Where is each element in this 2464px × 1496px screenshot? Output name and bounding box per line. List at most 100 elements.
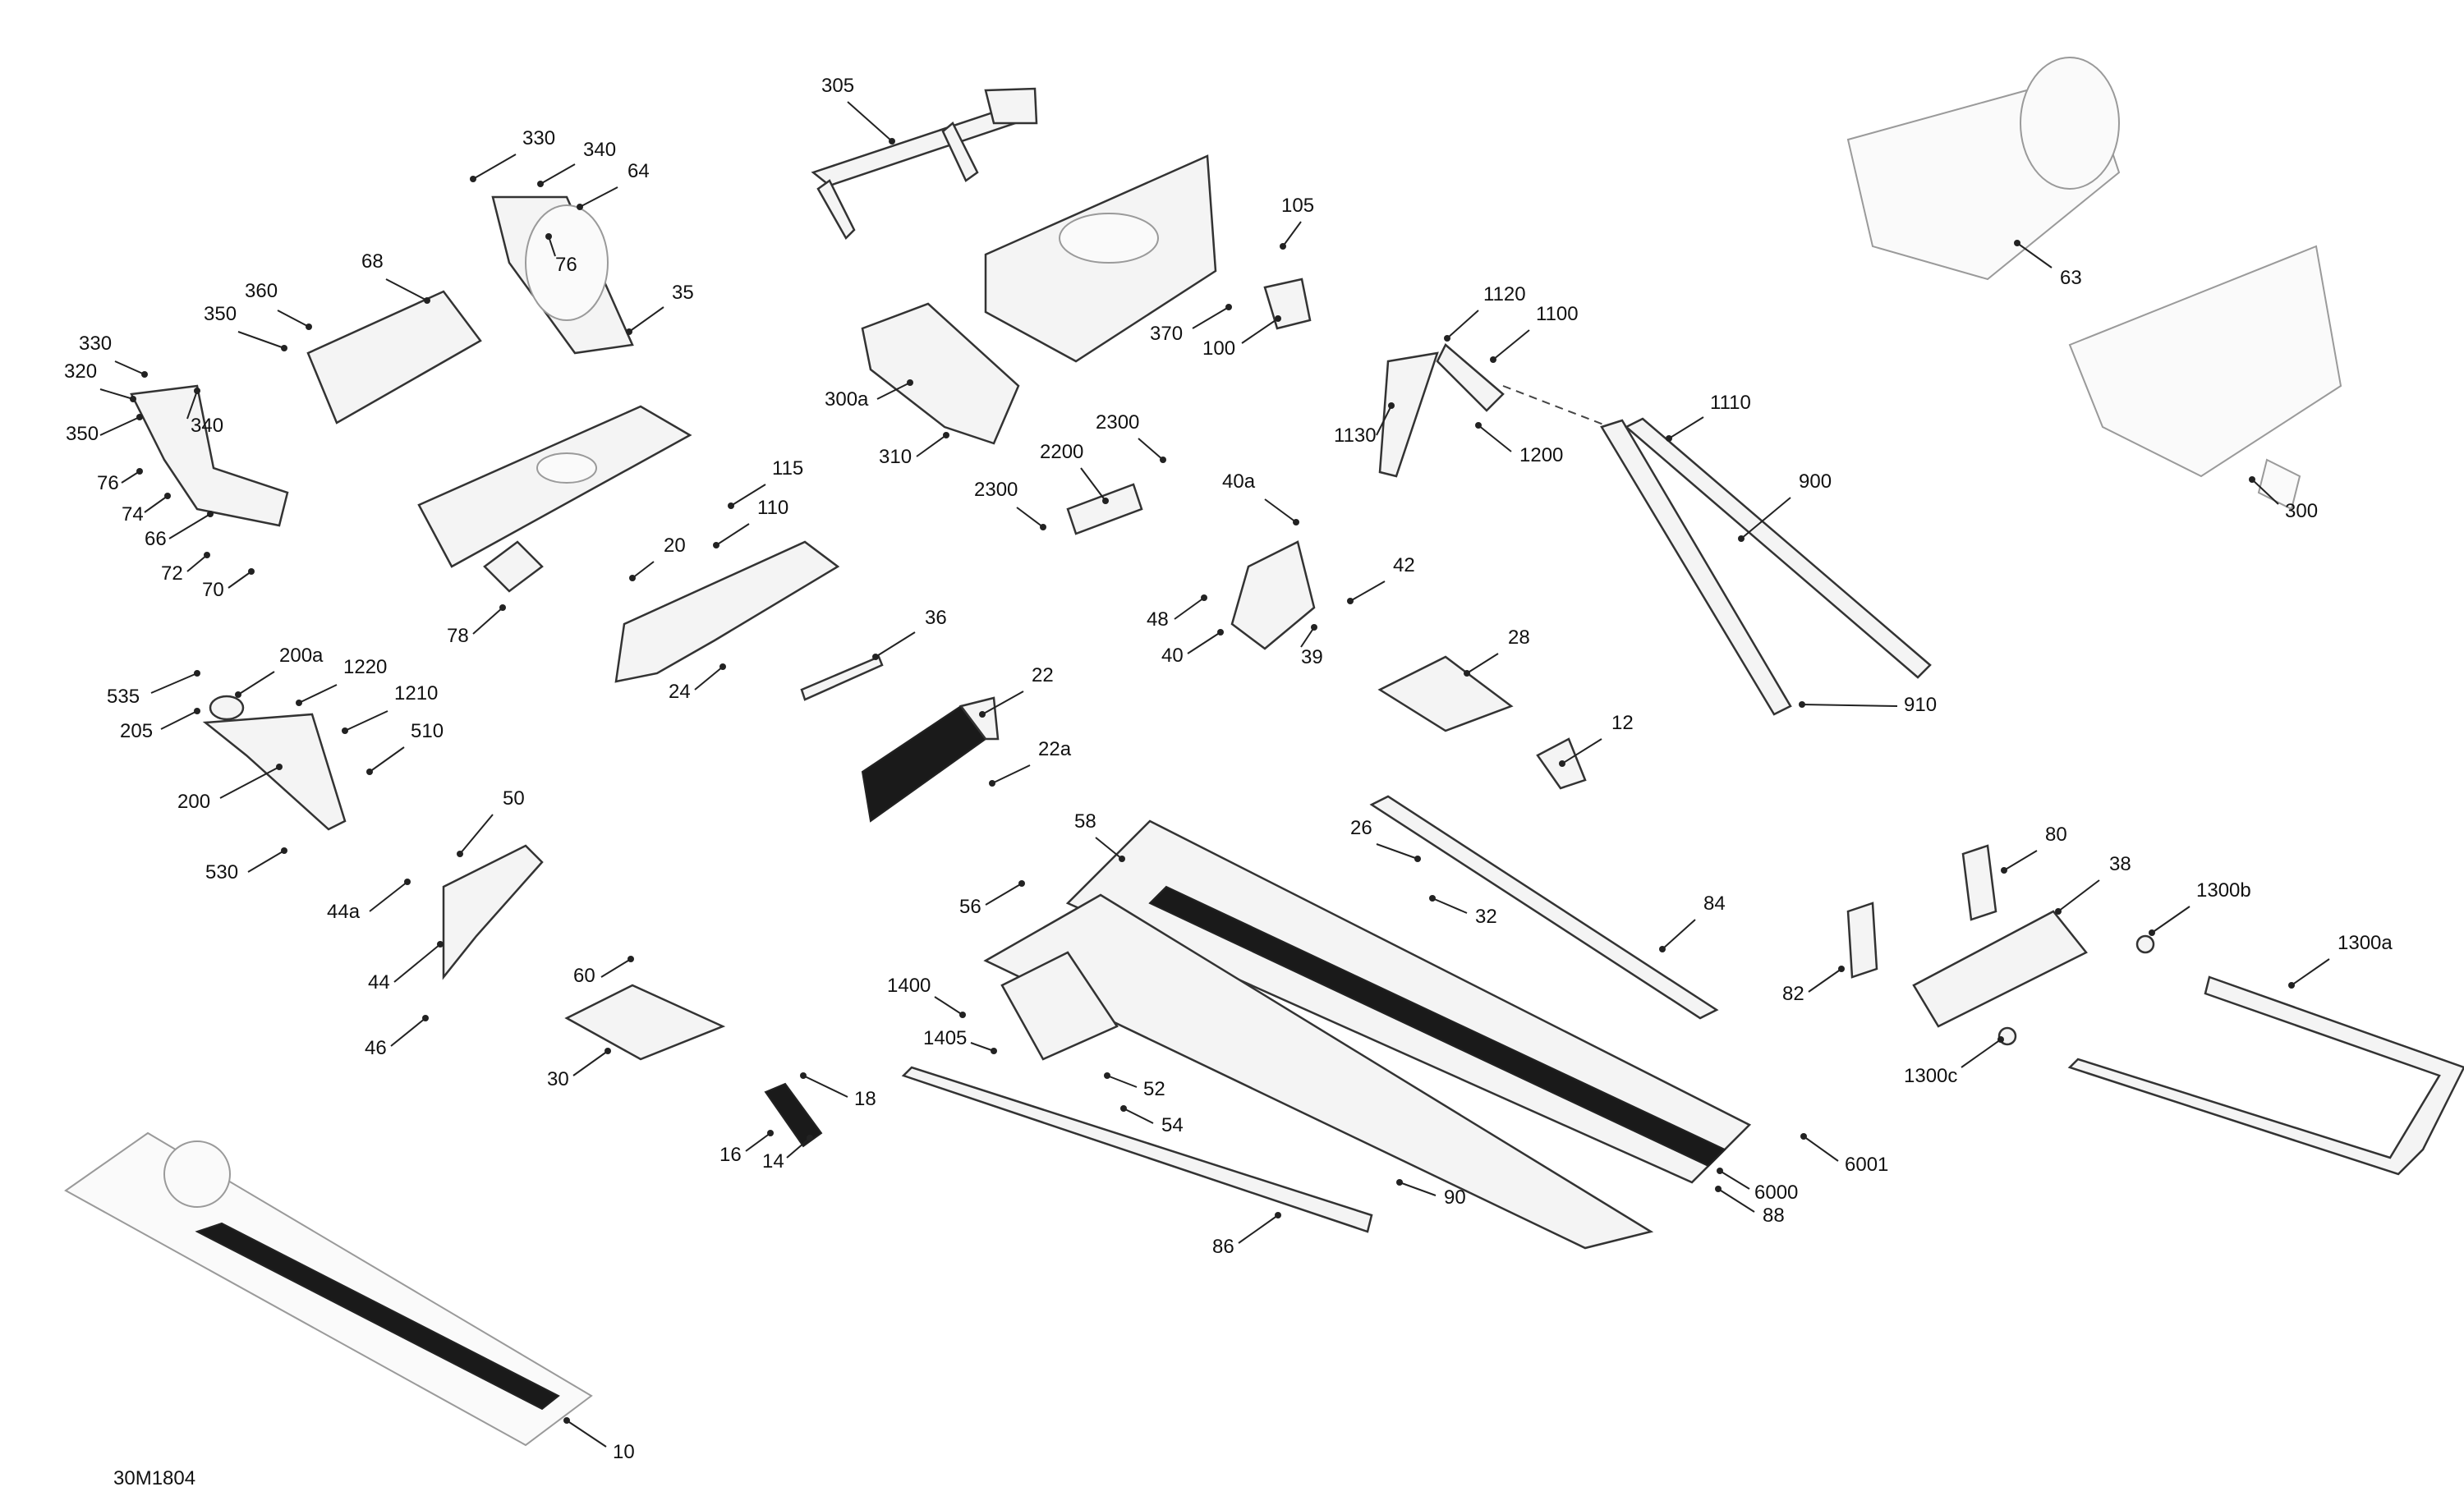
leader-c16 [745, 1132, 771, 1152]
leader-c6000 [1719, 1170, 1750, 1190]
leader-c2200 [1080, 467, 1106, 502]
leader-c340b [186, 390, 198, 420]
leader-end-c64 [577, 204, 583, 210]
callout-c300a: 300a [825, 388, 869, 411]
leader-c900 [1740, 497, 1791, 539]
callout-c16: 16 [719, 1144, 742, 1166]
leader-c14 [786, 1137, 811, 1159]
leader-c340a [540, 163, 576, 185]
callout-c26: 26 [1350, 817, 1372, 839]
leader-end-c60 [627, 956, 634, 962]
leader-end-c1120 [1444, 335, 1450, 342]
callout-c48: 48 [1147, 608, 1169, 631]
leader-c44 [393, 943, 441, 983]
leader-end-c66 [207, 511, 214, 517]
leader-c535 [150, 672, 198, 694]
callout-c56: 56 [959, 896, 981, 918]
leader-c350a [237, 331, 285, 349]
leader-c22 [981, 691, 1024, 715]
callout-c36: 36 [925, 607, 947, 629]
leader-c30 [572, 1050, 609, 1076]
leader-c76a [548, 236, 556, 257]
leader-end-c1110 [1666, 435, 1672, 442]
leader-c100 [1241, 318, 1279, 344]
callout-labels: 3053303406476683536035033032034035076746… [64, 75, 2393, 1463]
leader-end-c1210 [342, 727, 348, 734]
callout-c1100: 1100 [1536, 303, 1579, 325]
leader-c22a [991, 764, 1031, 784]
leader-end-c16 [767, 1130, 774, 1136]
callout-c68: 68 [361, 250, 384, 273]
leader-end-c52 [1104, 1072, 1110, 1079]
leader-c44a [369, 881, 408, 912]
leader-end-c510 [366, 769, 373, 775]
callout-c22a: 22a [1038, 738, 1072, 760]
callout-c340a: 340 [583, 139, 616, 161]
callout-c200: 200 [177, 791, 210, 813]
callout-c205: 205 [120, 720, 153, 742]
callout-c74: 74 [122, 503, 144, 525]
callout-c22: 22 [1032, 664, 1054, 686]
leader-end-c300a [907, 379, 913, 386]
leader-end-c6001 [1800, 1133, 1807, 1140]
part-2200-bracket [1066, 483, 1143, 535]
leader-c74 [144, 495, 168, 513]
callout-c88: 88 [1763, 1205, 1785, 1227]
callout-c10: 10 [613, 1441, 635, 1463]
part-30-plate [564, 984, 726, 1061]
callout-c50: 50 [503, 787, 525, 810]
part-86-rail [901, 1066, 1373, 1233]
leader-end-c26 [1414, 856, 1421, 862]
leader-c66 [168, 513, 211, 539]
leader-c330b [114, 360, 145, 375]
leader-end-c530 [281, 847, 287, 854]
leader-end-c36 [872, 654, 879, 660]
leader-c200a [237, 671, 275, 695]
leader-end-c32 [1429, 895, 1436, 902]
leader-end-c22a [989, 780, 995, 787]
part-linkage-1100 [1378, 343, 1611, 478]
leader-end-c39 [1311, 624, 1317, 631]
callout-c80: 80 [2045, 824, 2067, 846]
leader-c26 [1376, 843, 1418, 860]
callout-c14: 14 [762, 1150, 784, 1172]
leader-c18 [802, 1075, 848, 1098]
leader-c330a [472, 154, 517, 180]
leader-c305 [847, 101, 893, 142]
leader-end-c82 [1838, 966, 1845, 972]
leader-end-c115 [728, 502, 734, 509]
callout-c1200: 1200 [1519, 444, 1563, 466]
leader-end-c74 [164, 493, 171, 499]
leader-end-c340b [194, 388, 200, 394]
callout-c35: 35 [672, 282, 694, 304]
callout-c900: 900 [1799, 470, 1832, 493]
leader-c1110 [1668, 416, 1704, 439]
leader-end-c14 [807, 1135, 813, 1141]
leader-c80 [2003, 850, 2038, 871]
callout-c535: 535 [107, 686, 140, 708]
leader-end-c1405 [991, 1048, 997, 1054]
part-200-bracket [202, 695, 347, 831]
callout-c2300a: 2300 [1096, 411, 1139, 434]
callout-c20: 20 [664, 535, 686, 557]
leader-end-c1130 [1388, 402, 1395, 409]
leader-c60 [600, 958, 632, 978]
callout-c1300b: 1300b [2196, 879, 2251, 902]
leader-end-c310 [943, 432, 949, 438]
part-300a-bracket [861, 302, 1020, 445]
leader-end-c910 [1799, 701, 1805, 708]
callout-c300b: 300 [2285, 500, 2318, 522]
leader-end-c1220 [296, 700, 302, 706]
leader-c1210 [344, 710, 388, 732]
callout-c1120: 1120 [1483, 283, 1526, 305]
leader-c90 [1399, 1182, 1437, 1196]
callout-c32: 32 [1475, 906, 1497, 928]
leader-end-c6000 [1717, 1168, 1723, 1174]
callout-c350a: 350 [204, 303, 237, 325]
leader-end-c10 [563, 1417, 570, 1424]
part-floor-panel [417, 405, 692, 593]
leader-end-c24 [719, 663, 726, 670]
leader-end-c100 [1275, 315, 1281, 322]
part-1300a-bumper [2067, 975, 2464, 1176]
leader-end-c1100 [1490, 356, 1496, 363]
